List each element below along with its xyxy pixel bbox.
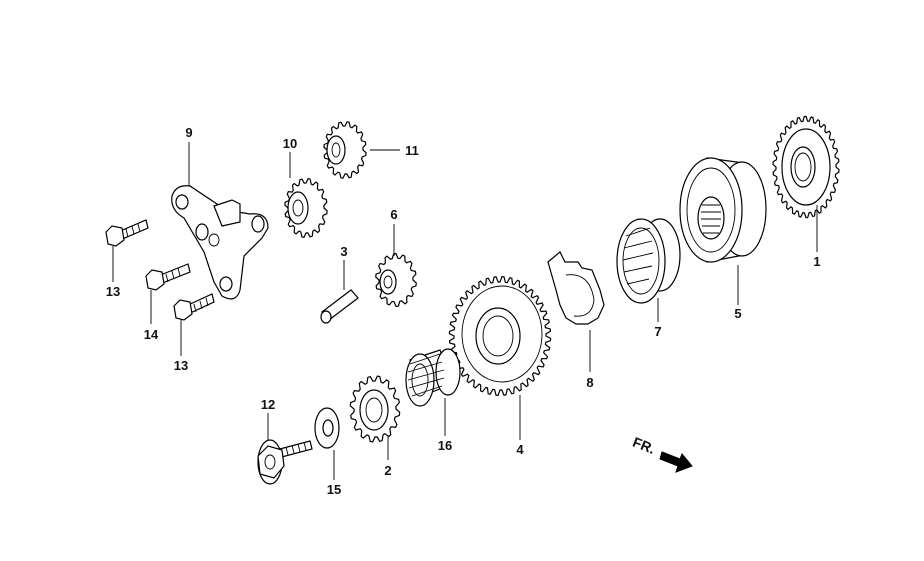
part-16-needle-bearing [405, 348, 461, 407]
part-8-retainer [547, 251, 605, 325]
part-9-bracket [171, 185, 269, 300]
leader-lines [112, 142, 818, 480]
label-13-lower: 13 [174, 358, 188, 373]
direction-arrow-icon [659, 451, 693, 473]
label-16: 16 [438, 438, 452, 453]
label-1: 1 [813, 254, 820, 269]
label-10: 10 [283, 136, 297, 151]
label-13-upper: 13 [106, 284, 120, 299]
label-4: 4 [516, 442, 524, 457]
part-14-bolt [145, 263, 191, 291]
label-15: 15 [327, 482, 341, 497]
part-6-small-gear [375, 252, 417, 308]
part-13-bolt-upper [105, 219, 149, 247]
part-10-gear [284, 177, 328, 239]
label-9: 9 [185, 125, 192, 140]
part-15-washer [314, 407, 340, 449]
label-11: 11 [405, 143, 419, 158]
label-3: 3 [340, 244, 347, 259]
front-direction-indicator: FR. [631, 434, 693, 473]
label-2: 2 [384, 463, 391, 478]
label-6: 6 [390, 207, 397, 222]
label-5: 5 [734, 306, 741, 321]
part-12-flange-bolt [257, 439, 313, 485]
label-12: 12 [261, 397, 275, 412]
part-2-small-gear [349, 375, 401, 443]
part-5-clutch-outer [679, 157, 767, 263]
label-14: 14 [144, 327, 159, 342]
part-4-large-gear [448, 275, 552, 397]
part-labels: 1 2 3 4 5 6 7 8 9 10 11 12 13 14 13 15 1… [106, 125, 821, 497]
part-13-bolt-lower [173, 293, 215, 321]
part-1-sprocket [772, 115, 840, 219]
part-7-one-way-clutch [616, 218, 681, 304]
label-8: 8 [586, 375, 593, 390]
part-3-shaft [320, 289, 359, 324]
label-7: 7 [654, 324, 661, 339]
part-11-gear [323, 121, 367, 179]
fr-label: FR. [631, 434, 658, 457]
